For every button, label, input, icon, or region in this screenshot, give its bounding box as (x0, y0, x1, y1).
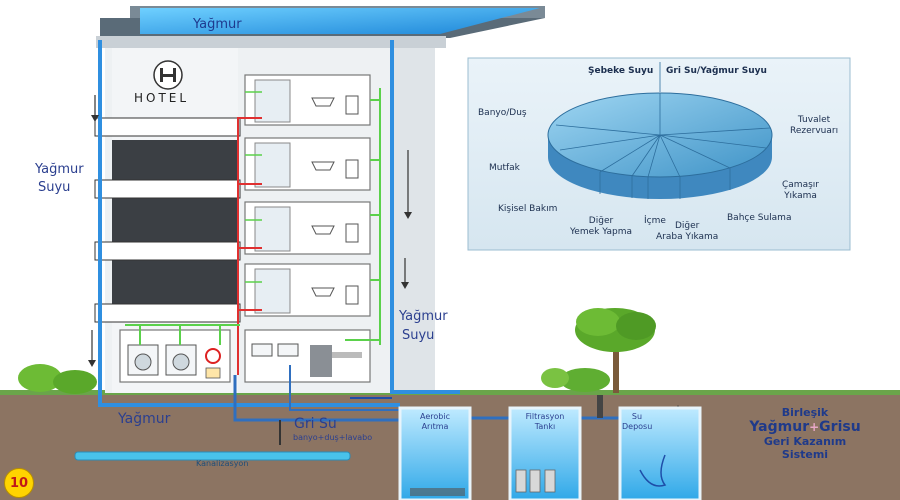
pie-label-diger-yemek: Diğer Yemek Yapma (570, 216, 632, 238)
sewer-pipe (74, 451, 351, 461)
ground-rain-label: Yağmur (118, 411, 171, 427)
pie-label-line: Çamaşır (782, 180, 819, 190)
pie-label-kisisel: Kişisel Bakım (498, 204, 558, 214)
pie-label-line: Diğer (588, 216, 614, 226)
title-grey: Grisu (819, 419, 861, 435)
title-line-2: Yağmur+Grisu (715, 419, 895, 435)
grey-water-sublabel: banyo+duş+lavabo (293, 433, 373, 442)
left-rain-label-2: Suyu (38, 180, 71, 195)
pie-label-mutfak: Mutfak (489, 163, 520, 173)
pie-label-banyo: Banyo/Duş (478, 108, 527, 118)
pie-label-diger-araba: Diğer Araba Yıkama (656, 221, 718, 243)
tank-label-line: Deposu (622, 422, 653, 431)
pie-label-icme: İçme (644, 216, 666, 226)
slide-number-badge: 10 (4, 468, 34, 498)
title-line-1: Birleşik (781, 406, 829, 419)
tanks (398, 406, 702, 500)
pie-label-camasir: Çamaşır Yıkama (782, 180, 819, 202)
title-rain: Yağmur (749, 419, 810, 435)
title-line-3: Geri Kazanım (763, 435, 847, 448)
pie-chart-panel (467, 57, 851, 251)
pie-label-tuvalet: Tuvalet Rezervuarı (790, 115, 838, 137)
vegetation (18, 308, 656, 394)
slide-number: 10 (9, 475, 29, 491)
pie-label-bahce: Bahçe Sulama (727, 213, 792, 223)
right-rain-label-1: Yağmur (399, 309, 448, 324)
hotel-sign: HOTEL (134, 91, 190, 105)
pipes (91, 40, 690, 445)
right-rain-label-2: Suyu (402, 328, 435, 343)
left-rain-label-1: Yağmur (35, 162, 84, 177)
tank-label-line: Aerobic (420, 412, 450, 421)
pie-label-line: Rezervuarı (790, 126, 839, 136)
roof-label: Yağmur (193, 17, 242, 32)
pie-label-line: Tuvalet (797, 115, 831, 125)
pie-header-right: Gri Su/Yağmur Suyu (666, 66, 767, 76)
tank-label-line: Arıtma (421, 422, 449, 431)
pie-label-line: Yemek Yapma (570, 227, 632, 237)
title-plus: + (809, 420, 820, 434)
grey-water-label: Gri Su (294, 416, 337, 432)
system-title: Birleşik Yağmur+Grisu Geri Kazanım Siste… (715, 406, 895, 461)
title-line-4: Sistemi (781, 448, 829, 461)
tank-label-line: Su (631, 412, 643, 421)
hotel-building (94, 6, 545, 393)
tank-label-line: Tankı (534, 422, 556, 431)
pie-header-left: Şebeke Suyu (588, 66, 654, 76)
tank-label-storage: Su Deposu (622, 412, 652, 432)
tank-label-filtration: Filtrasyon Tankı (515, 412, 575, 432)
pie-label-line: Diğer (674, 221, 700, 231)
tank-label-line: Filtrasyon (525, 412, 565, 421)
tank-label-aerobic: Aerobic Arıtma (410, 412, 460, 432)
pie-label-line: Yıkama (784, 191, 817, 201)
pie-label-line: Araba Yıkama (656, 232, 719, 242)
sewer-label: Kanalizasyon (196, 459, 249, 468)
